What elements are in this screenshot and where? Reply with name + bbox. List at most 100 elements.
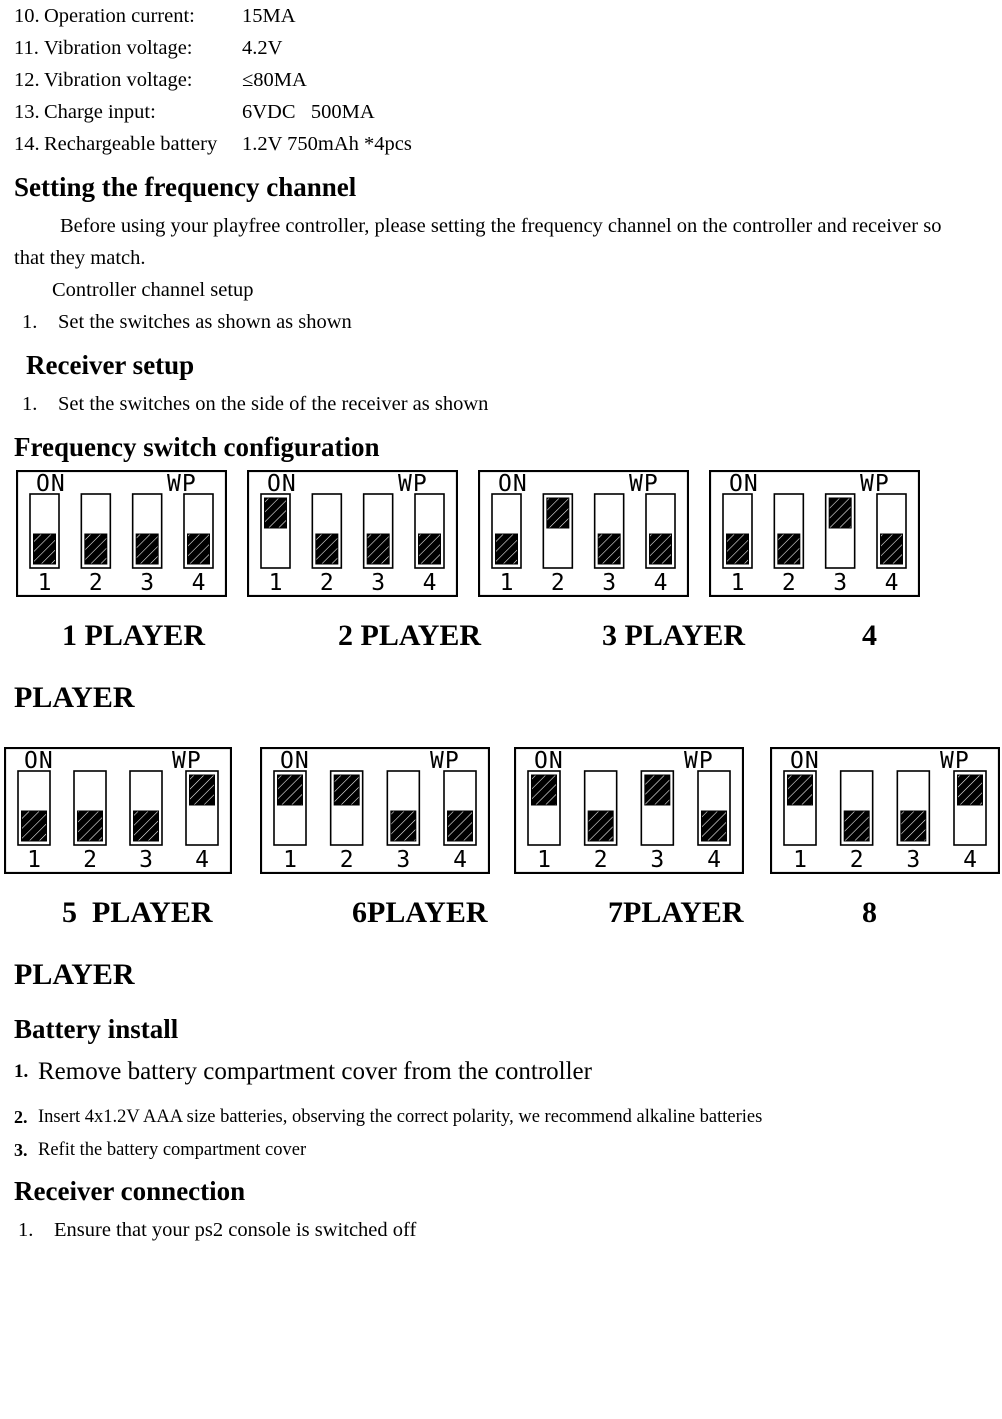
spec-label: Charge input:: [44, 101, 156, 123]
spec-row: 13. Charge input: 6VDC 500MA: [0, 96, 1002, 128]
spec-row: 11. Vibration voltage: 4.2V: [0, 32, 1002, 64]
step-number: 1.: [22, 393, 38, 415]
player-label: 6PLAYER: [352, 896, 488, 929]
svg-text:1: 1: [27, 847, 41, 873]
spec-label: Vibration voltage:: [44, 37, 193, 59]
battery-install-item: 2. Insert 4x1.2V AAA size batteries, obs…: [0, 1100, 1002, 1134]
step-text: Set the switches on the side of the rece…: [58, 393, 489, 415]
svg-text:2: 2: [782, 570, 796, 596]
player-caption-wrap-1: PLAYER: [14, 681, 135, 714]
battery-install-item: 3. Refit the battery compartment cover: [0, 1134, 1002, 1166]
svg-text:WP: WP: [398, 471, 428, 497]
svg-text:3: 3: [650, 847, 664, 873]
specification-list: 10. Operation current: 15MA 11. Vibratio…: [0, 0, 1002, 160]
svg-text:ON: ON: [729, 471, 759, 497]
svg-text:WP: WP: [430, 748, 460, 774]
svg-text:1: 1: [731, 570, 745, 596]
battery-install-item: 1. Remove battery compartment cover from…: [0, 1052, 1002, 1092]
svg-text:4: 4: [707, 847, 721, 873]
svg-text:4: 4: [192, 570, 206, 596]
player-caption-wrap-2: PLAYER: [14, 958, 135, 991]
svg-text:4: 4: [453, 847, 467, 873]
svg-text:3: 3: [139, 847, 153, 873]
svg-text:ON: ON: [498, 471, 528, 497]
svg-text:1: 1: [793, 847, 807, 873]
item-text: Remove battery compartment cover from th…: [38, 1058, 592, 1085]
spec-row: 12. Vibration voltage: ≤80MA: [0, 64, 1002, 96]
dip-switch-diagram-3-player: ON WP 1 2 3 4: [478, 470, 689, 597]
svg-text:ON: ON: [24, 748, 54, 774]
spec-value: 15MA: [242, 5, 296, 27]
svg-text:WP: WP: [940, 748, 970, 774]
player-label: 8: [862, 896, 877, 929]
svg-text:2: 2: [551, 570, 565, 596]
svg-text:WP: WP: [860, 471, 890, 497]
spec-value: ≤80MA: [242, 69, 307, 91]
item-number: 1.: [14, 1061, 29, 1082]
svg-text:2: 2: [850, 847, 864, 873]
dip-switch-diagram-7-player: ON WP 1 2 3 4: [514, 747, 744, 874]
svg-text:3: 3: [906, 847, 920, 873]
step-number: 1.: [22, 311, 38, 333]
player-caption-row-1: 1 PLAYER 2 PLAYER 3 PLAYER 4: [0, 605, 1002, 667]
spec-number: 13.: [14, 101, 40, 123]
svg-text:4: 4: [885, 570, 899, 596]
svg-text:WP: WP: [629, 471, 659, 497]
svg-text:1: 1: [537, 847, 551, 873]
svg-text:WP: WP: [172, 748, 202, 774]
player-label: 5 PLAYER: [62, 896, 213, 929]
heading-setting-frequency-channel: Setting the frequency channel: [14, 172, 357, 202]
svg-text:ON: ON: [534, 748, 564, 774]
svg-text:2: 2: [340, 847, 354, 873]
svg-text:ON: ON: [36, 471, 66, 497]
controller-channel-setup-label: Controller channel setup: [52, 279, 254, 301]
player-label: 7PLAYER: [608, 896, 744, 929]
player-label: 1 PLAYER: [62, 619, 206, 652]
setting-paragraph: Before using your playfree controller, p…: [14, 215, 942, 269]
spec-number: 11.: [14, 37, 39, 59]
spec-label: Vibration voltage:: [44, 69, 193, 91]
spec-value: 6VDC 500MA: [242, 101, 375, 123]
player-label: 4: [862, 619, 877, 652]
svg-text:4: 4: [654, 570, 668, 596]
svg-text:1: 1: [500, 570, 514, 596]
item-number: 2.: [14, 1107, 28, 1127]
spec-label: Rechargeable battery: [44, 133, 218, 155]
item-text: Refit the battery compartment cover: [38, 1140, 307, 1160]
spec-value: 1.2V 750mAh *4pcs: [242, 133, 412, 155]
spec-row: 14. Rechargeable battery 1.2V 750mAh *4p…: [0, 128, 1002, 160]
player-label: 2 PLAYER: [338, 619, 482, 652]
spec-value: 4.2V: [242, 37, 283, 59]
svg-text:2: 2: [320, 570, 334, 596]
svg-text:ON: ON: [790, 748, 820, 774]
svg-text:3: 3: [396, 847, 410, 873]
spec-number: 14.: [14, 133, 40, 155]
heading-frequency-switch-configuration: Frequency switch configuration: [14, 432, 380, 462]
heading-receiver-setup: Receiver setup: [26, 350, 195, 380]
svg-text:2: 2: [89, 570, 103, 596]
svg-text:1: 1: [38, 570, 52, 596]
svg-text:3: 3: [140, 570, 154, 596]
svg-text:WP: WP: [167, 471, 197, 497]
player-label: 3 PLAYER: [602, 619, 746, 652]
svg-text:WP: WP: [684, 748, 714, 774]
svg-text:3: 3: [371, 570, 385, 596]
svg-text:1: 1: [283, 847, 297, 873]
item-number: 3.: [14, 1140, 28, 1160]
svg-text:3: 3: [833, 570, 847, 596]
item-text: Ensure that your ps2 console is switched…: [54, 1219, 417, 1241]
player-caption-row-2: 5 PLAYER 6PLAYER 7PLAYER 8: [0, 882, 1002, 944]
item-text: Insert 4x1.2V AAA size batteries, observ…: [38, 1107, 763, 1127]
svg-text:ON: ON: [267, 471, 297, 497]
spec-row: 10. Operation current: 15MA: [0, 0, 1002, 32]
spec-label: Operation current:: [44, 5, 195, 27]
svg-text:4: 4: [423, 570, 437, 596]
item-number: 1.: [18, 1219, 34, 1241]
svg-text:2: 2: [594, 847, 608, 873]
svg-text:3: 3: [602, 570, 616, 596]
